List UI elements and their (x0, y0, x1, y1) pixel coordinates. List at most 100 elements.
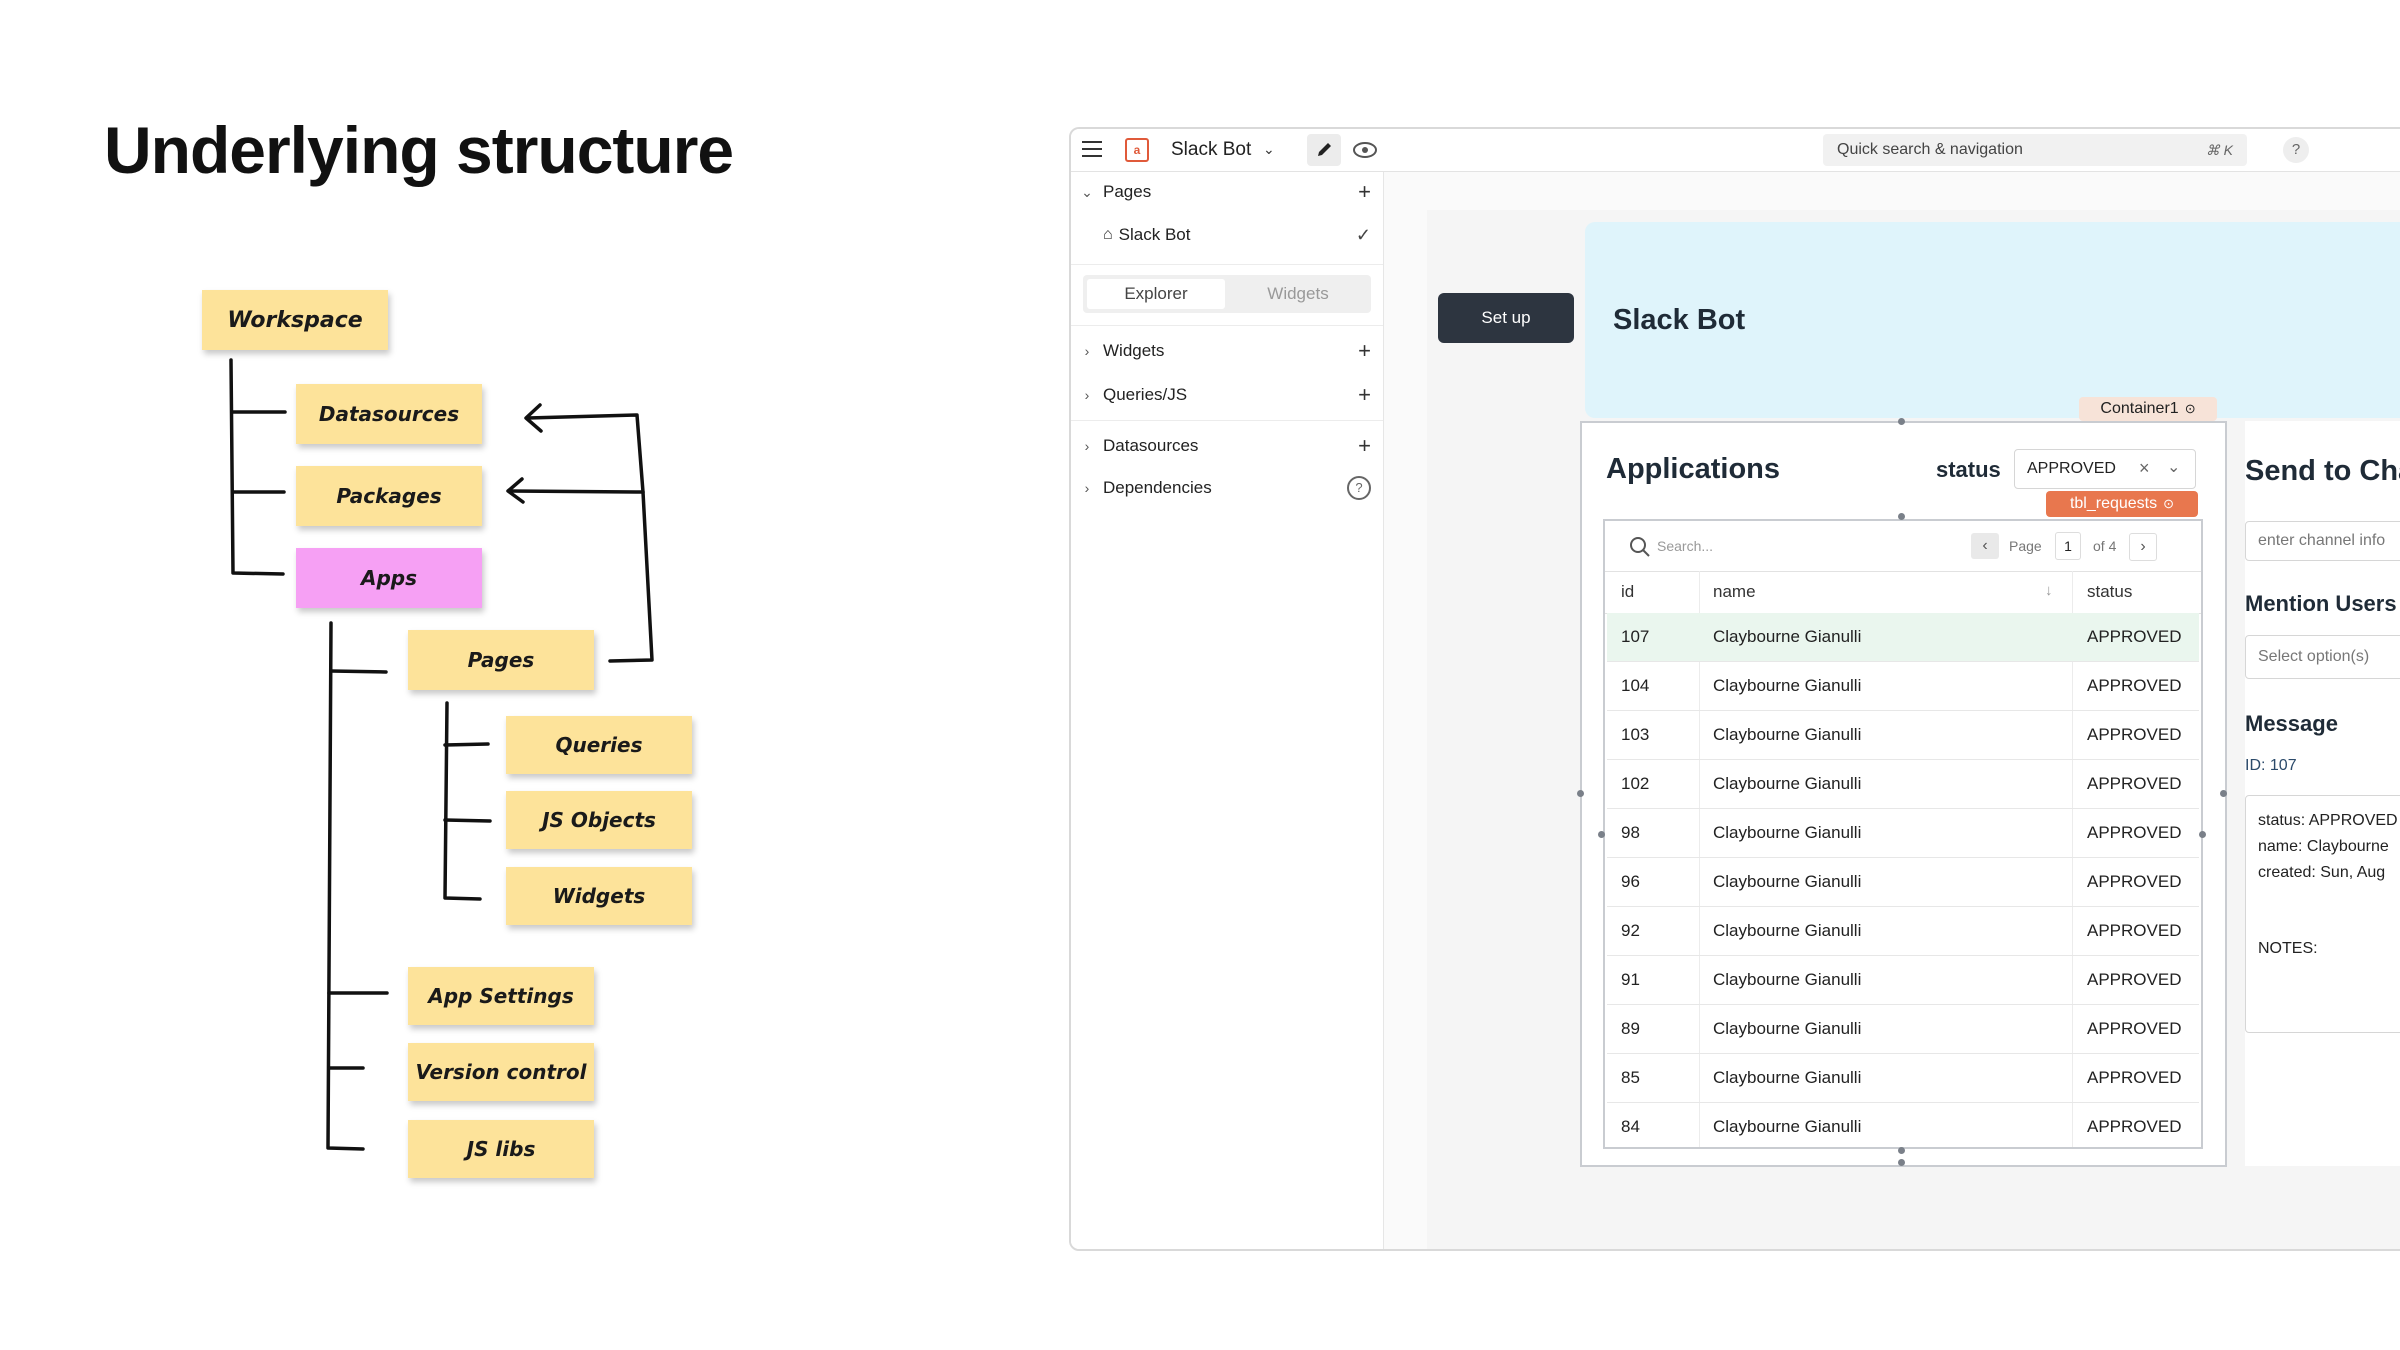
page-count: of 4 (2093, 538, 2117, 554)
channel-input[interactable]: enter channel info (2245, 521, 2400, 561)
tab-widgets[interactable]: Widgets (1267, 284, 1329, 303)
pages-section-header[interactable]: ⌄ Pages + (1071, 172, 1383, 212)
next-page-button[interactable]: › (2129, 533, 2157, 561)
chevron-down-icon[interactable]: ⌄ (1263, 141, 1275, 157)
table-badge[interactable]: tbl_requests ⊙ (2046, 491, 2198, 517)
app-name[interactable]: Slack Bot (1171, 139, 1252, 160)
help-icon[interactable]: ? (2283, 137, 2309, 163)
preview-eye-icon[interactable] (1352, 138, 1378, 167)
note-datasources-label: Datasources (318, 402, 460, 426)
note-apps: Apps (296, 548, 482, 608)
table-header-row: id name ↓ status (1605, 571, 2201, 614)
page-item-label: Slack Bot (1118, 225, 1191, 244)
section-widgets[interactable]: › Widgets + (1071, 331, 1383, 371)
column-header-name[interactable]: name (1713, 582, 1756, 601)
cell-id: 91 (1621, 970, 1640, 989)
explorer-widgets-tabs: Explorer Widgets (1083, 275, 1371, 313)
column-header-id[interactable]: id (1621, 582, 1635, 601)
edit-mode-button[interactable] (1307, 134, 1341, 166)
note-pages: Pages (408, 630, 594, 690)
message-line-status: status: APPROVED (2258, 812, 2398, 829)
table-row[interactable]: 91 Claybourne Gianulli APPROVED (1607, 956, 2199, 1005)
page-number-input[interactable]: 1 (2055, 532, 2081, 560)
cell-id: 84 (1621, 1117, 1640, 1136)
cell-status: APPROVED (2087, 970, 2182, 989)
page-item-slack-bot[interactable]: ⌂ Slack Bot ✓ (1071, 215, 1383, 255)
clear-icon[interactable]: × (2139, 458, 2150, 478)
section-queries-js[interactable]: › Queries/JS + (1071, 375, 1383, 415)
mention-users-select[interactable]: Select option(s) (2245, 635, 2400, 679)
status-select[interactable]: APPROVED × ⌄ (2014, 449, 2196, 489)
note-app-settings-label: App Settings (428, 984, 574, 1008)
chevron-right-icon: › (1084, 343, 1090, 359)
chevron-right-icon: › (1084, 438, 1090, 454)
container1-widget[interactable]: Applications status APPROVED × ⌄ tbl_req… (1580, 421, 2227, 1167)
note-widgets: Widgets (506, 867, 692, 925)
status-filter-label: status (1936, 457, 2001, 482)
cell-id: 92 (1621, 921, 1640, 940)
cell-name: Claybourne Gianulli (1713, 627, 1862, 646)
hamburger-menu-icon[interactable] (1081, 139, 1103, 159)
table-search-input[interactable]: Search... (1657, 538, 1714, 554)
column-header-status[interactable]: status (2087, 582, 2133, 601)
message-line-created: created: Sun, Aug (2258, 864, 2386, 881)
note-js-objects-label: JS Objects (542, 808, 656, 832)
message-line-name: name: Claybourne (2258, 838, 2389, 855)
section-datasources-label: Datasources (1103, 436, 1199, 455)
note-version-control-label: Version control (415, 1060, 587, 1084)
chevron-down-icon[interactable]: ⌄ (2167, 459, 2181, 476)
chevron-down-icon: ⌄ (1081, 183, 1093, 200)
cell-status: APPROVED (2087, 872, 2182, 891)
add-widget-icon[interactable]: + (1358, 338, 1371, 363)
note-apps-label: Apps (360, 566, 417, 590)
table-badge-label: tbl_requests (2069, 495, 2158, 512)
cell-id: 85 (1621, 1068, 1640, 1087)
message-line-notes: NOTES: (2258, 940, 2318, 957)
add-query-icon[interactable]: + (1358, 382, 1371, 407)
cell-id: 96 (1621, 872, 1640, 891)
setup-button[interactable]: Set up (1438, 293, 1574, 343)
message-textarea[interactable]: status: APPROVED name: Claybourne create… (2245, 795, 2400, 1033)
cell-status: APPROVED (2087, 1068, 2182, 1087)
quick-search-label: Quick search & navigation (1837, 141, 2023, 158)
check-icon: ✓ (1355, 224, 1371, 245)
requests-table[interactable]: Search... ‹ Page 1 of 4 › id name ↓ stat… (1603, 519, 2203, 1149)
slide-title: Underlying structure (104, 113, 734, 187)
cell-id: 102 (1621, 774, 1650, 793)
sort-arrow-icon[interactable]: ↓ (2045, 582, 2053, 599)
help-circle-icon[interactable]: ? (1347, 476, 1371, 500)
add-datasource-icon[interactable]: + (1358, 433, 1371, 458)
note-widgets-label: Widgets (552, 884, 646, 908)
container-badge[interactable]: Container1 ⊙ (2079, 397, 2217, 421)
status-select-value: APPROVED (2027, 460, 2116, 477)
search-icon (1630, 537, 1650, 557)
mention-users-placeholder: Select option(s) (2258, 648, 2370, 665)
editor-canvas: Set up Slack Bot Container1 ⊙ Applicatio… (1427, 210, 2400, 1249)
cell-name: Claybourne Gianulli (1713, 970, 1862, 989)
add-page-icon[interactable]: + (1358, 179, 1371, 204)
prev-page-button[interactable]: ‹ (1971, 533, 1999, 559)
note-js-libs: JS libs (408, 1120, 594, 1178)
section-datasources[interactable]: › Datasources + (1071, 426, 1383, 466)
section-dependencies[interactable]: › Dependencies ? (1071, 468, 1383, 508)
note-datasources: Datasources (296, 384, 482, 444)
tab-explorer[interactable]: Explorer (1087, 279, 1225, 309)
section-widgets-label: Widgets (1103, 341, 1165, 360)
send-panel-title: Send to Cha (2245, 455, 2400, 487)
hero-title: Slack Bot (1613, 304, 1746, 336)
quick-search-input[interactable]: Quick search & navigation ⌘ K (1823, 134, 2247, 166)
cell-status: APPROVED (2087, 725, 2182, 744)
hero-banner: Slack Bot (1585, 222, 2400, 418)
cell-name: Claybourne Gianulli (1713, 1019, 1862, 1038)
